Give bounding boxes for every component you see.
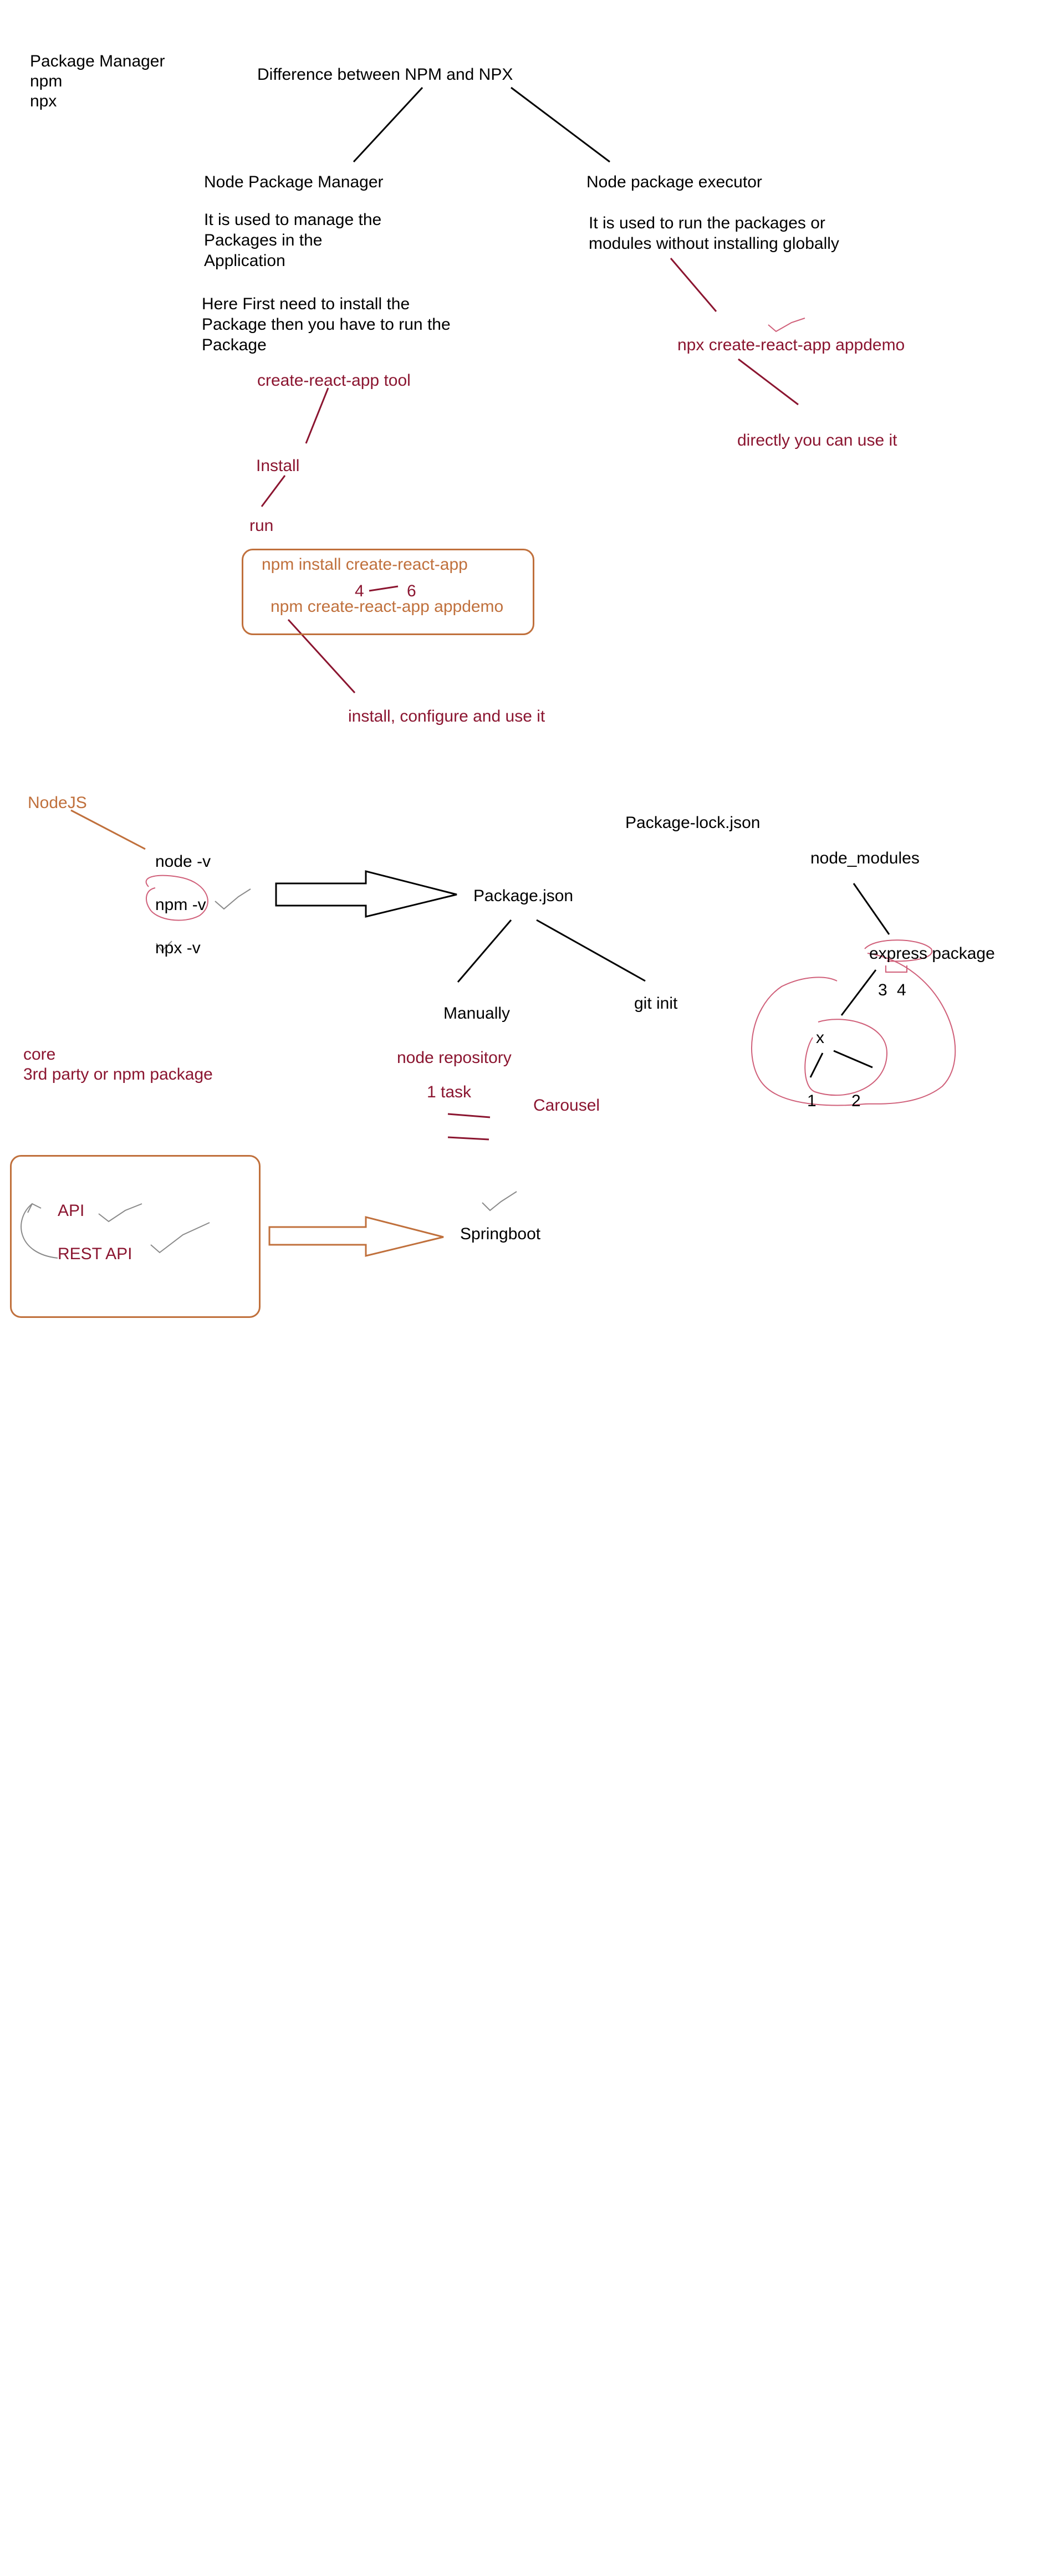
nodejs-label: NodeJS xyxy=(28,794,87,812)
underline-1-task-b xyxy=(447,1136,489,1141)
rest-api-label: REST API xyxy=(58,1245,132,1263)
checkmark-npm-v xyxy=(215,888,251,910)
connector-node-modules-express xyxy=(853,883,890,935)
npm-note: Here First need to install the Package t… xyxy=(202,295,451,354)
express-highlight xyxy=(864,939,933,962)
cmd-number-6: 6 xyxy=(407,582,416,600)
checkmark-api xyxy=(98,1203,142,1223)
connector-title-npx xyxy=(511,86,610,163)
install-label: Install xyxy=(256,457,300,475)
create-react-app-tool-label: create-react-app tool xyxy=(257,371,411,390)
run-label: run xyxy=(249,517,274,535)
npm-v-circle xyxy=(145,875,208,921)
springboot-label: Springboot xyxy=(460,1225,541,1243)
header-npx: npx xyxy=(30,92,57,110)
connector-express-x xyxy=(840,969,877,1016)
package-json-label: Package.json xyxy=(473,887,574,905)
npx-note: directly you can use it xyxy=(737,431,897,449)
connector-4-6 xyxy=(369,585,399,592)
npm-v-label: npm -v xyxy=(155,896,206,914)
npm-heading: Node Package Manager xyxy=(204,173,384,191)
dependency-1: 1 xyxy=(807,1092,817,1110)
node-v-label: node -v xyxy=(155,852,211,871)
header-npm: npm xyxy=(30,72,63,90)
npx-heading: Node package executor xyxy=(586,173,762,191)
git-init-label: git init xyxy=(634,994,678,1013)
checkmark-rest-api xyxy=(150,1222,210,1254)
diagram-title: Difference between NPM and NPX xyxy=(257,65,513,84)
connector-nodejs-node-v xyxy=(70,809,146,850)
arrow-to-springboot xyxy=(268,1216,444,1257)
install-configure-note: install, configure and use it xyxy=(348,707,545,725)
connector-pkg-git-init xyxy=(536,919,646,982)
node-repository-label: node repository xyxy=(397,1049,512,1067)
connector-install-run xyxy=(261,475,286,507)
carousel-label: Carousel xyxy=(533,1096,600,1115)
manually-label: Manually xyxy=(443,1004,511,1023)
dependency-x: x xyxy=(816,1029,824,1047)
npm-commands-box xyxy=(242,549,534,635)
curved-arrow-rest-to-api xyxy=(21,1203,58,1259)
core-label: core xyxy=(23,1045,56,1064)
underline-1-task-a xyxy=(447,1113,491,1118)
npx-v-label: npx -v xyxy=(155,939,201,957)
connector-title-npm xyxy=(353,86,423,163)
node-modules-label: node_modules xyxy=(810,849,920,867)
one-task-label: 1 task xyxy=(427,1083,472,1101)
checkmark-springboot xyxy=(482,1191,517,1212)
header-package-manager: Package Manager xyxy=(30,52,165,70)
dependency-loop-outer xyxy=(751,953,956,1106)
npm-description: It is used to manage the Packages in the… xyxy=(204,211,382,270)
connector-npx-desc-cmd xyxy=(670,258,717,312)
dependency-loop-inner xyxy=(804,1019,888,1096)
express-dep-3: 3 xyxy=(878,981,887,999)
api-box xyxy=(10,1155,261,1318)
bracket-3-4 xyxy=(885,965,907,973)
checkmark-npx xyxy=(768,318,805,333)
connector-x-1 xyxy=(809,1052,824,1078)
arrow-to-package-json xyxy=(275,870,457,918)
cmd-number-4: 4 xyxy=(355,582,364,600)
third-party-label: 3rd party or npm package xyxy=(23,1065,213,1083)
connector-pkg-manually xyxy=(457,919,512,983)
connector-x-2 xyxy=(833,1050,873,1069)
express-package-label: express package xyxy=(869,944,995,963)
connector-box-install-note xyxy=(287,619,356,694)
api-label: API xyxy=(58,1202,85,1220)
cmd-npm-run: npm create-react-app appdemo xyxy=(271,597,504,616)
cmd-npm-install: npm install create-react-app xyxy=(262,555,468,574)
checkmark-npx-v xyxy=(156,941,172,952)
package-lock-label: Package-lock.json xyxy=(625,814,761,832)
connector-tool-install xyxy=(305,387,329,444)
npx-description: It is used to run the packages or module… xyxy=(589,214,839,253)
npx-command: npx create-react-app appdemo xyxy=(677,336,905,354)
dependency-2: 2 xyxy=(851,1092,861,1110)
connector-npx-cmd-note xyxy=(738,358,799,406)
express-dep-4: 4 xyxy=(897,981,906,999)
